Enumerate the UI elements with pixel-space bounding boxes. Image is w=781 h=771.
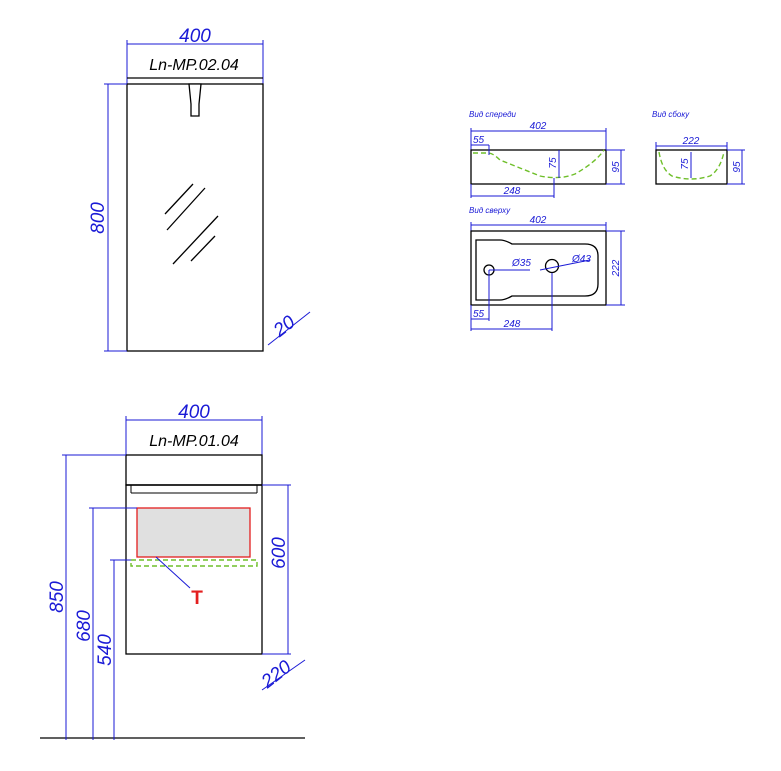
- cabinet-model-label: Ln-MP.01.04: [149, 433, 239, 450]
- shelf-dashed: [130, 559, 258, 567]
- basin-side-body: [655, 149, 728, 185]
- side-view-label: Вид сбоку: [652, 110, 690, 119]
- side-height-label: 95: [732, 161, 743, 173]
- top-width-label: 402: [530, 215, 547, 226]
- mirror-height-label: 800: [88, 202, 109, 234]
- basin-top-view: Вид сверху 402 Ø35 Ø43 222 55 248: [469, 206, 625, 331]
- side-width-label: 222: [682, 136, 700, 147]
- cabinet-width-label: 400: [178, 402, 210, 423]
- top-left-label: 55: [473, 309, 485, 320]
- lamp-icon: [188, 83, 202, 117]
- mirror-model-label: Ln-MP.02.04: [149, 57, 239, 74]
- front-width-label: 402: [530, 121, 547, 132]
- basin-side-view: Вид сбоку 222 75 95: [652, 110, 745, 185]
- basin-top-body: [470, 230, 607, 306]
- cabinet-body: [125, 484, 263, 655]
- cabinet-basin-top: [125, 454, 263, 486]
- front-height-label: 95: [611, 161, 622, 173]
- front-view-label: Вид спереди: [469, 110, 517, 119]
- basin-front-view: Вид спереди 402 55 75 95 248: [469, 110, 625, 198]
- front-left-label: 55: [473, 135, 485, 146]
- top-depth-label: 222: [611, 259, 622, 277]
- basin-top-bowl-outline: [475, 239, 599, 301]
- tap-hole-label: Ø35: [511, 258, 531, 269]
- mirror-panel: [126, 83, 264, 352]
- total-height-label: 850: [47, 581, 68, 613]
- marker-t-label: T: [191, 588, 203, 609]
- front-bowl-depth-label: 75: [548, 157, 559, 169]
- mirror-width-label: 400: [179, 26, 211, 47]
- cabinet-depth-label: 220: [257, 656, 296, 693]
- height-680-label: 680: [74, 610, 95, 642]
- cabinet-height-label: 600: [269, 537, 290, 569]
- top-offset-label: 248: [503, 319, 521, 330]
- mirror-view: 400 Ln-MP.02.04 800 20: [88, 26, 311, 352]
- drain-hole-label: Ø43: [571, 254, 591, 265]
- mirror-depth-label: 20: [269, 312, 300, 342]
- cabinet-depth-dimline: [261, 659, 306, 691]
- cabinet-view: 400 Ln-MP.01.04 T 600 220 850 68: [40, 402, 306, 740]
- mirror-depth-dimline: [267, 311, 311, 346]
- basin-front-body: [470, 149, 607, 185]
- side-bowl-depth-label: 75: [680, 158, 691, 170]
- top-view-label: Вид сверху: [469, 206, 511, 215]
- front-offset-label: 248: [503, 186, 521, 197]
- siphon-zone: [136, 507, 251, 558]
- reflection-line: [164, 183, 194, 215]
- basin-front-bowl: [473, 149, 605, 179]
- drain-hole: [544, 258, 560, 274]
- height-540-label: 540: [95, 634, 116, 666]
